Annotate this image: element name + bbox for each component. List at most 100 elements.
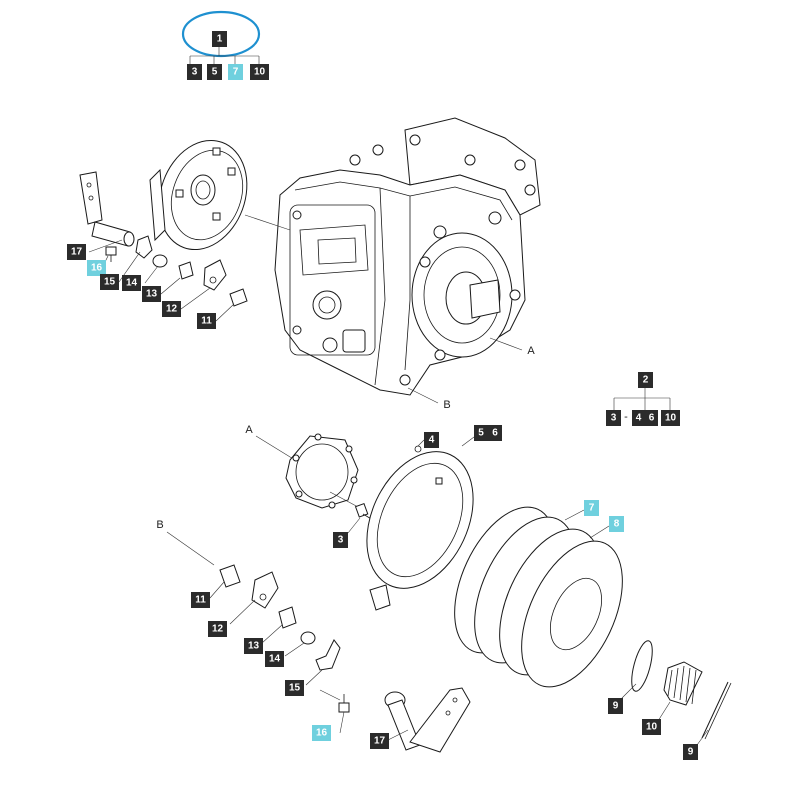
tree-1-child-10[interactable]: 10	[250, 64, 269, 80]
callout-label: 9	[613, 701, 619, 712]
callout-box	[162, 301, 181, 317]
callout-box-highlight	[87, 260, 106, 276]
lower-bolt-16	[338, 694, 350, 713]
callout-label: 16	[91, 263, 103, 274]
lower-plug-11	[219, 564, 241, 588]
callout-box	[212, 31, 227, 47]
lower-leaders	[209, 581, 409, 741]
callout-label: 9	[688, 747, 694, 758]
callout-label: 4	[429, 435, 435, 446]
callout-label: 15	[104, 277, 116, 288]
callout-box-highlight	[228, 64, 243, 80]
callout-box	[67, 244, 86, 260]
letter-b-upper: B	[443, 399, 450, 411]
leader-b-lower	[166, 531, 215, 566]
bolt-3	[329, 491, 374, 534]
tree-1-child-3[interactable]: 3	[187, 64, 202, 80]
callout-14-lower[interactable]: 14	[265, 651, 284, 667]
callout-label: 11	[195, 595, 206, 606]
callout-box	[265, 651, 284, 667]
upper-plug-11	[229, 288, 248, 307]
callout-box	[606, 410, 621, 426]
callout-box	[244, 638, 263, 654]
callout-13-lower[interactable]: 13	[244, 638, 263, 654]
callout-box	[208, 621, 227, 637]
callout-box	[683, 744, 698, 760]
callout-3-lower[interactable]: 3	[333, 532, 348, 548]
callout-label: 16	[316, 728, 328, 739]
callout-label: 15	[289, 683, 301, 694]
callout-box	[474, 425, 488, 441]
tree-2-child-4[interactable]: 4	[632, 410, 645, 426]
snap-ring-9-right	[701, 681, 729, 739]
callout-12-lower[interactable]: 12	[208, 621, 227, 637]
callout-label: 5	[478, 428, 484, 439]
callout-16-upper[interactable]: 16	[87, 260, 106, 276]
callout-15-lower[interactable]: 15	[285, 680, 304, 696]
callout-box	[608, 698, 623, 714]
callout-9-right[interactable]: 9	[683, 744, 698, 760]
callout-11-upper[interactable]: 11	[197, 313, 216, 329]
callout-box	[638, 372, 653, 388]
callout-label: 8	[614, 519, 620, 530]
callout-7-lower[interactable]: 7	[564, 500, 599, 521]
callout-17-lower[interactable]: 17	[370, 733, 389, 749]
callout-label: 10	[665, 413, 677, 424]
transmission-housing	[274, 117, 541, 396]
callout-15-upper[interactable]: 15	[100, 274, 119, 290]
lower-washer-14	[300, 631, 316, 645]
friction-disc-stack	[454, 506, 623, 688]
leader-b-upper	[407, 387, 439, 404]
callout-17-upper[interactable]: 17	[67, 244, 86, 260]
callout-label: 17	[374, 736, 386, 747]
snap-ring-9-left	[631, 640, 653, 692]
tree-1-child-5[interactable]: 5	[207, 64, 222, 80]
callout-label: 17	[71, 247, 83, 258]
callout-16-lower[interactable]: 16	[312, 725, 331, 741]
callout-13-upper[interactable]: 13	[142, 286, 161, 302]
letter-b-lower: B	[156, 519, 163, 531]
callout-box	[122, 275, 141, 291]
lower-arm-12	[251, 571, 279, 609]
callout-label: 5	[212, 67, 218, 78]
tree-2-root[interactable]: 2	[638, 372, 653, 388]
bearing-leaders	[621, 683, 709, 746]
upper-bushing-13	[178, 261, 194, 280]
needle-bearing-10	[663, 661, 703, 706]
leader-a-lower	[255, 435, 296, 461]
tree-1-root[interactable]: 1	[212, 31, 227, 47]
lower-bushing-13	[278, 606, 297, 629]
callout-12-upper[interactable]: 12	[162, 301, 181, 317]
callout-label: 4	[636, 413, 642, 424]
cover-plate	[285, 433, 359, 509]
callout-14-upper[interactable]: 14	[122, 275, 141, 291]
callout-label: 13	[146, 289, 158, 300]
tree-1-lines	[189, 47, 260, 64]
callout-label: 14	[126, 278, 138, 289]
callout-4[interactable]: 4	[414, 432, 439, 453]
callout-5-6[interactable]: 5 6	[461, 425, 502, 447]
callout-label: 14	[269, 654, 281, 665]
callout-label: 12	[212, 624, 224, 635]
callout-label: 6	[492, 428, 498, 439]
tree-1-child-7[interactable]: 7	[228, 64, 243, 80]
callout-8-lower[interactable]: 8	[589, 516, 624, 539]
callout-box	[488, 425, 502, 441]
lower-brake-lever	[384, 687, 471, 753]
letter-a-lower: A	[245, 424, 253, 436]
callout-label: 6	[649, 413, 655, 424]
letter-a-upper: A	[527, 345, 535, 357]
upper-brake-lever	[79, 171, 135, 247]
tree-2-child-3[interactable]: 3	[606, 410, 621, 426]
tree-2-child-6[interactable]: 6	[645, 410, 658, 426]
tree-2-child-10[interactable]: 10	[661, 410, 680, 426]
callout-label: 13	[248, 641, 260, 652]
callout-10-lower[interactable]: 10	[642, 719, 661, 735]
callout-box	[100, 274, 119, 290]
callout-box	[370, 733, 389, 749]
callout-9-left[interactable]: 9	[608, 698, 623, 714]
callout-box	[207, 64, 222, 80]
callout-11-lower[interactable]: 11	[191, 592, 210, 608]
